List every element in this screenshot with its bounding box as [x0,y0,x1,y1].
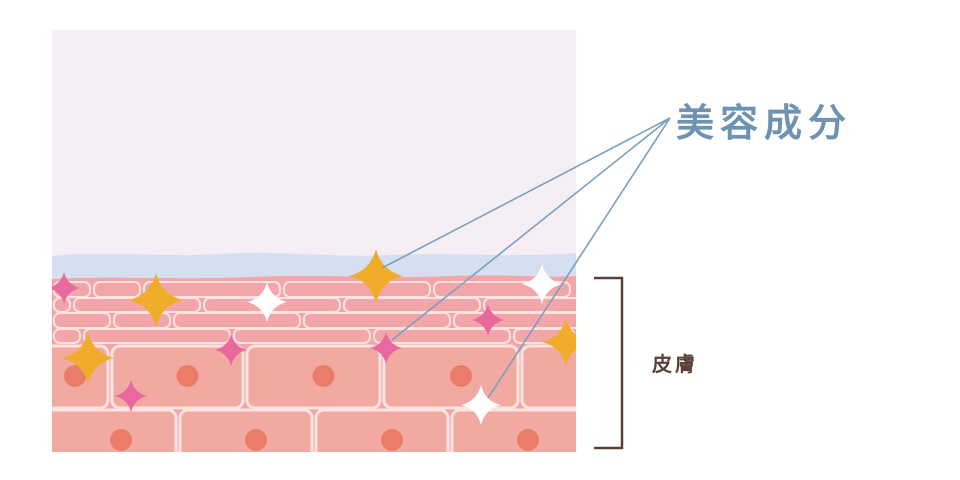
epidermis-cell [0,410,42,470]
cell-nucleus [176,365,199,387]
stratum-cell [233,328,371,344]
ingredient-particles [52,249,576,425]
sparkle-icon [52,272,80,304]
stratum-cell [53,297,71,313]
cell-nucleus [245,429,267,451]
sparkle-icon [522,264,562,304]
epidermis-cell [178,408,314,452]
sparkle-icon [129,273,183,327]
sparkle-icon [247,282,287,322]
skin-label: 皮膚 [652,352,698,376]
stratum-cell [373,328,511,344]
stratum-cell [173,312,301,329]
cell-nucleus [110,429,132,451]
sparkle-icon [62,332,114,384]
cell-nucleus [450,365,472,387]
stratum-corneum [53,281,576,344]
beauty-ingredient-label: 美容成分 [676,101,853,145]
leader-line [381,117,671,269]
epidermis-cell [314,408,450,452]
cell-nucleus [312,365,335,387]
leader-line [391,117,671,341]
skin-cross-section [0,30,601,470]
stratum-cell [113,312,171,329]
sparkle-icon [349,249,403,303]
stratum-cell [83,328,231,344]
stratum-cell [343,297,481,313]
epidermis-cell [52,408,178,452]
epidermis-cells [0,344,601,470]
cell-nucleus [579,365,601,387]
stratum-cell [93,281,141,298]
stratum-cell [283,281,431,298]
epidermis-cell [520,344,576,410]
sparkle-icon [542,318,576,366]
sparkle-icon [461,385,501,425]
sparkle-icon [370,332,402,364]
stratum-cell [303,312,451,329]
sparkle-icon [472,304,504,336]
cell-nucleus [381,429,403,451]
cell-nucleus [517,429,539,451]
stratum-cell [53,312,111,329]
skin-bracket [594,276,624,450]
cell-nucleus [11,429,33,451]
stratum-cell [483,297,576,313]
sparkle-icon [115,380,147,412]
leader-line [487,117,671,399]
cell-nucleus [64,365,86,387]
epidermis-cell [450,408,576,452]
sparkle-icon [215,334,247,366]
leader-lines [381,117,671,399]
stratum-cell [53,328,81,344]
